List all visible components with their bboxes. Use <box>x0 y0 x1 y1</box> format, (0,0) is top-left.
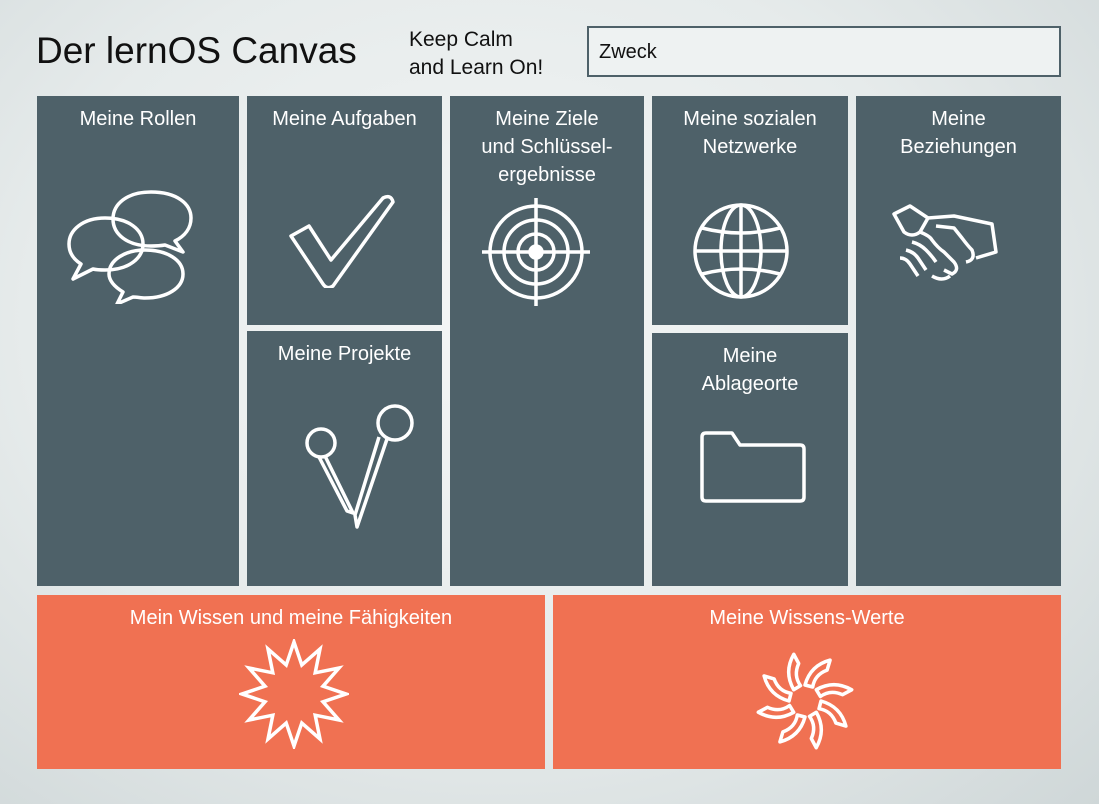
speech-bubbles-icon <box>65 184 199 304</box>
relationships-label: Meine Beziehungen <box>900 108 1017 158</box>
values-section[interactable]: Meine Wissens-Werte <box>553 595 1061 769</box>
knowledge-section[interactable]: Mein Wissen und meine Fähigkeiten <box>37 595 545 769</box>
tasks-section[interactable]: Meine Aufgaben <box>247 96 442 325</box>
pinwheel-blade <box>803 658 832 689</box>
storage-label: Meine Ablageorte <box>701 345 799 395</box>
networks-section[interactable]: Meine sozialen Netzwerke <box>652 96 848 325</box>
pinwheel-blade <box>762 674 793 703</box>
values-label: Meine Wissens-Werte <box>709 607 905 629</box>
storage-section[interactable]: Meine Ablageorte <box>652 333 848 586</box>
pinwheel-blade <box>756 703 796 720</box>
pinwheel-blade <box>817 699 848 728</box>
checkmark-icon <box>287 192 399 288</box>
roles-label: Meine Rollen <box>79 108 197 130</box>
goals-section[interactable]: Meine Ziele und Schlüssel- ergebnisse <box>450 96 644 586</box>
pinwheel-blade <box>814 682 854 699</box>
knowledge-label: Mein Wissen und meine Fähigkeiten <box>129 607 453 629</box>
goals-label: Meine Ziele und Schlüssel- ergebnisse <box>481 108 613 186</box>
relationships-section[interactable]: Meine Beziehungen <box>856 96 1061 586</box>
pinwheel-blade <box>807 710 824 750</box>
globe-icon <box>692 202 790 300</box>
page-title: Der lernOS Canvas <box>36 30 357 71</box>
pushpins-icon <box>301 403 421 529</box>
starburst-icon <box>239 639 349 749</box>
pinwheel-icon <box>755 651 855 751</box>
projects-label: Meine Projekte <box>277 343 412 365</box>
folder-icon <box>698 429 808 505</box>
target-icon <box>480 196 592 308</box>
purpose-field[interactable]: Zweck <box>587 26 1061 77</box>
pinwheel-blade <box>778 713 807 744</box>
roles-section[interactable]: Meine Rollen <box>37 96 239 586</box>
networks-label: Meine sozialen Netzwerke <box>683 108 817 158</box>
tagline: Keep Calm and Learn On! <box>409 28 544 79</box>
handshake-icon <box>892 202 998 286</box>
tasks-label: Meine Aufgaben <box>272 108 417 130</box>
projects-section[interactable]: Meine Projekte <box>247 331 442 586</box>
purpose-label: Zweck <box>599 41 657 63</box>
pinwheel-blade <box>786 652 803 692</box>
